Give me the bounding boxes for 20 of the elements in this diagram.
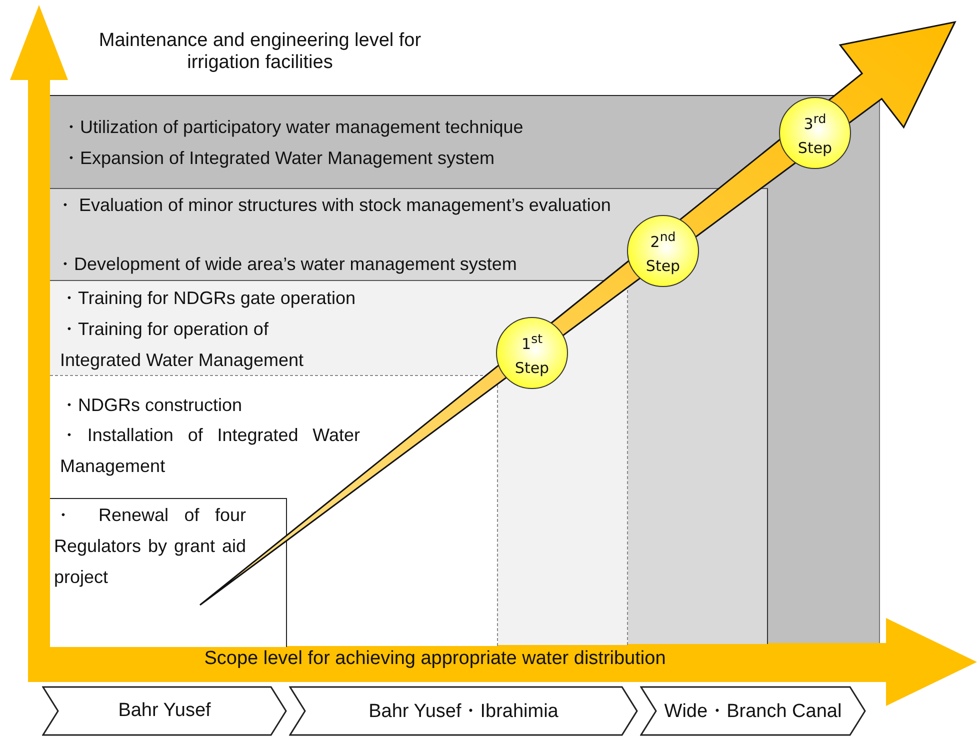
level-band <box>50 375 498 646</box>
level-band <box>50 498 287 647</box>
bullet-text: ・Training for operation of Integrated Water Management <box>60 318 304 372</box>
step-circle: 1$^{st}$ Step <box>496 317 568 389</box>
bullet-text: ・NDGRs construction <box>60 394 244 417</box>
chevron-label: Bahr Yusef・Ibrahimia <box>289 686 638 736</box>
bullet-text: ・Utilization of participatory water management technique <box>62 116 524 139</box>
bullet-text: ・ Renewal of four Regulators by grant aid project <box>54 504 246 589</box>
chevron-label: Bahr Yusef <box>42 686 287 736</box>
level-band <box>50 280 628 645</box>
axis-label: Maintenance and engineering level for irrigation facilities <box>98 30 422 74</box>
step-circle: 3$^{rd}$ Step <box>779 97 851 169</box>
bullet-text: ・ Evaluation of minor structures with stock management’s evaluation <box>56 194 612 217</box>
bullet-text: ・Training for NDGRs gate operation <box>60 287 356 310</box>
bullet-text: ・Development of wide area’s water management system <box>56 253 518 276</box>
chevron-label: Wide・Branch Canal <box>640 686 866 736</box>
level-band <box>50 188 768 644</box>
step-circle: 2$^{nd}$ Step <box>627 215 699 287</box>
axis-label: Scope level for achieving appropriate water distribution <box>203 648 667 670</box>
bullet-text: ・Expansion of Integrated Water Management system <box>62 147 496 170</box>
